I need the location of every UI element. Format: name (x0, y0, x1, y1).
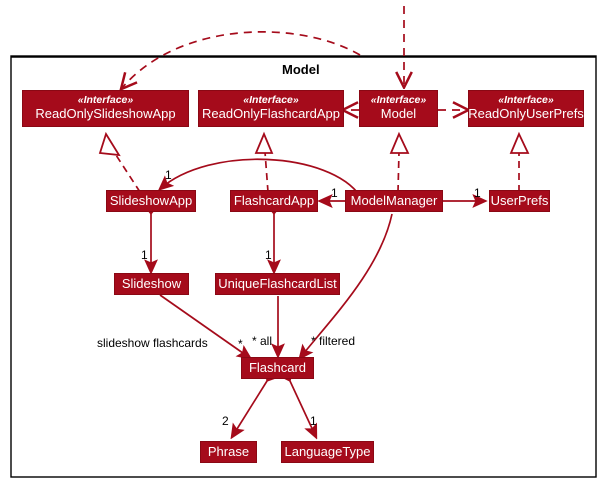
multiplicity-slideshow-flashcard: * (238, 337, 243, 351)
class-name-label: FlashcardApp (233, 192, 315, 208)
realization-slideshowapp-readonlyslideshowapp (113, 151, 141, 193)
composition-flashcard-languagetype (290, 381, 316, 437)
dep-external-to-readonlyslideshowapp (122, 31, 361, 88)
realization-flashcardapp-readonlyflashcardapp (264, 151, 269, 193)
assoc-modelmanager-flashcard (300, 213, 393, 358)
class-name-label: Flashcard (248, 359, 307, 375)
multiplicity-modelmanager-slideshowapp: 1 (165, 168, 172, 182)
realization-triangle-readonlyslideshowapp (98, 131, 121, 157)
multiplicity-slideshowapp-slideshow: 1 (141, 248, 148, 262)
label-slideshow-flashcards: slideshow flashcards (97, 336, 208, 350)
class-box-flashcardapp[interactable]: FlashcardApp (230, 190, 318, 212)
class-box-slideshowapp[interactable]: SlideshowApp (106, 190, 196, 212)
class-box-model[interactable]: «Interface» Model (359, 90, 438, 127)
class-name-label: ModelManager (350, 192, 438, 208)
assoc-modelmanager-slideshowapp (160, 158, 361, 197)
class-box-flashcard[interactable]: Flashcard (241, 357, 314, 379)
class-name-label: Model (380, 106, 417, 122)
class-name-label: Slideshow (121, 275, 182, 291)
assoc-slideshow-flashcard (159, 294, 250, 358)
frame-title: Model (282, 62, 320, 77)
composition-flashcard-phrase (232, 381, 267, 437)
stereotype-label: «Interface» (498, 94, 554, 107)
class-box-userprefs[interactable]: UserPrefs (489, 190, 550, 212)
stereotype-label: «Interface» (370, 94, 427, 107)
realization-triangle-model (389, 131, 410, 154)
class-name-label: Phrase (207, 443, 250, 459)
class-box-modelmanager[interactable]: ModelManager (345, 190, 443, 212)
realization-modelmanager-model (397, 151, 400, 193)
class-name-label: ReadOnlySlideshowApp (35, 106, 176, 122)
label-filtered: * filtered (311, 334, 356, 348)
class-box-phrase[interactable]: Phrase (200, 441, 257, 463)
multiplicity-flashcard-phrase: 2 (222, 414, 229, 428)
model-frame (10, 55, 597, 478)
class-box-readonlyslideshowapp[interactable]: «Interface» ReadOnlySlideshowApp (22, 90, 189, 127)
class-box-slideshow[interactable]: Slideshow (114, 273, 189, 295)
multiplicity-flashcard-languagetype: 1 (310, 414, 317, 428)
class-name-label: UserPrefs (490, 192, 549, 208)
multiplicity-modelmanager-flashcardapp: 1 (331, 186, 338, 200)
class-name-label: ReadOnlyUserPrefs (468, 106, 584, 122)
class-name-label: UniqueFlashcardList (218, 275, 337, 291)
stereotype-label: «Interface» (243, 94, 299, 107)
class-box-languagetype[interactable]: LanguageType (281, 441, 374, 463)
label-all: * all (252, 334, 273, 348)
class-name-label: LanguageType (284, 443, 371, 459)
multiplicity-modelmanager-userprefs: 1 (474, 186, 481, 200)
realization-triangle-readonlyflashcardapp (254, 131, 274, 154)
realization-triangle-readonlyuserprefs (509, 131, 530, 154)
class-box-uniqueflashcardlist[interactable]: UniqueFlashcardList (215, 273, 340, 295)
class-name-label: SlideshowApp (109, 192, 193, 208)
multiplicity-flashcardapp-uniqueflashcardlist: 1 (265, 248, 272, 262)
stereotype-label: «Interface» (77, 94, 134, 107)
class-name-label: ReadOnlyFlashcardApp (201, 106, 341, 122)
class-box-readonlyflashcardapp[interactable]: «Interface» ReadOnlyFlashcardApp (198, 90, 344, 127)
class-box-readonlyuserprefs[interactable]: «Interface» ReadOnlyUserPrefs (468, 90, 584, 127)
